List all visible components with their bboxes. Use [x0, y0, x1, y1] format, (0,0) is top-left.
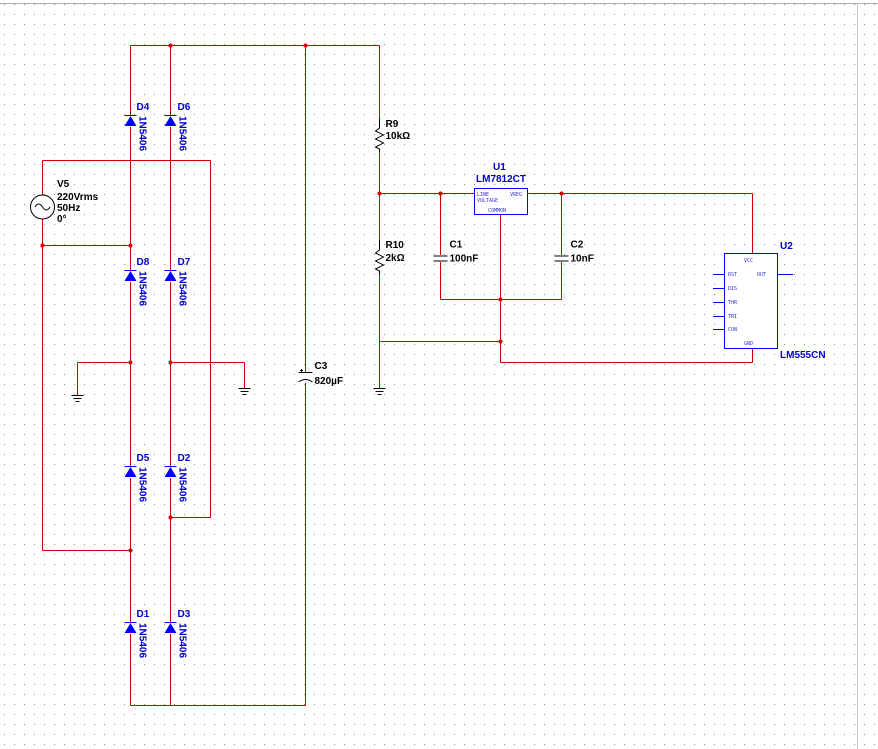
resistor-value-label: 2kΩ	[386, 253, 405, 264]
diode-ref-label: D3	[178, 609, 191, 620]
capacitor-ref-label: C1	[450, 240, 463, 251]
capacitor-c1[interactable]: C1 100nF	[432, 240, 479, 265]
wires	[42, 45, 793, 706]
timer-pin-thr: THR	[728, 300, 738, 306]
source-frequency-label: 50Hz	[57, 203, 80, 214]
source-ref-label: V5	[57, 179, 70, 190]
regulator-pin-line: LINE	[477, 192, 489, 198]
regulator-pin-common: COMMON	[488, 208, 506, 214]
timer-pin-out: OUT	[757, 272, 766, 278]
ground-symbol	[238, 388, 251, 395]
diode-d8[interactable]: D8 1N5406	[124, 257, 150, 306]
timer-pin-dis: DIS	[728, 286, 737, 292]
regulator-part-label: LM7812CT	[476, 174, 526, 185]
diode-d3[interactable]: D3 1N5406	[164, 609, 191, 658]
source-amplitude-label: 220Vrms	[57, 192, 99, 203]
timer-ref-label: U2	[780, 241, 793, 252]
capacitor-value-label: 820µF	[315, 376, 344, 387]
diode-value-label: 1N5406	[177, 623, 188, 658]
diode-d5[interactable]: D5 1N5406	[124, 453, 150, 502]
diode-value-label: 1N5406	[177, 467, 188, 502]
timer-pin-vcc: VCC	[744, 258, 753, 264]
source-phase-label: 0°	[57, 214, 67, 225]
diode-value-label: 1N5406	[137, 271, 148, 306]
ac-source-v5[interactable]: V5 220Vrms 50Hz 0°	[30, 179, 99, 225]
diode-d4[interactable]: D4 1N5406	[124, 102, 150, 151]
diode-ref-label: D5	[137, 453, 150, 464]
diode-value-label: 1N5406	[177, 116, 188, 151]
diode-value-label: 1N5406	[137, 623, 148, 658]
timer-pin-con: CON	[728, 327, 737, 333]
diode-value-label: 1N5406	[137, 467, 148, 502]
diode-value-label: 1N5406	[137, 116, 148, 151]
capacitor-value-label: 100nF	[450, 254, 479, 265]
timer-pin-gnd: GND	[744, 341, 753, 347]
diode-ref-label: D6	[178, 102, 191, 113]
timer-part-label: LM555CN	[780, 350, 826, 361]
capacitor-value-label: 10nF	[571, 254, 594, 265]
resistor-ref-label: R10	[386, 240, 405, 251]
timer-u2[interactable]: U2 LM555CN VCC RST OUT DIS THR TRI CON G…	[713, 241, 826, 361]
resistor-r9[interactable]: R9 10kΩ	[374, 118, 411, 152]
diode-d1[interactable]: D1 1N5406	[124, 609, 150, 658]
regulator-ref-label: U1	[493, 162, 506, 173]
diode-ref-label: D8	[137, 257, 150, 268]
capacitor-c2[interactable]: C2 10nF	[553, 240, 594, 265]
timer-pin-tri: TRI	[728, 314, 737, 320]
ground-symbol	[71, 395, 84, 402]
capacitor-ref-label: C2	[571, 240, 584, 251]
diode-ref-label: D4	[137, 102, 150, 113]
diode-ref-label: D1	[137, 609, 150, 620]
diode-d7[interactable]: D7 1N5406	[164, 257, 191, 306]
diode-ref-label: D2	[178, 453, 191, 464]
regulator-pin-voltage: VOLTAGE	[477, 198, 498, 204]
capacitor-c3[interactable]: C3 820µF	[297, 361, 344, 387]
timer-pin-rst: RST	[728, 272, 737, 278]
resistor-r10[interactable]: R10 2kΩ	[374, 240, 405, 275]
ground-symbol	[373, 388, 386, 395]
junctions	[40, 43, 564, 553]
regulator-u1[interactable]: U1 LM7812CT LINE VREG VOLTAGE COMMON	[474, 162, 528, 215]
diode-d6[interactable]: D6 1N5406	[164, 102, 191, 151]
diode-d2[interactable]: D2 1N5406	[164, 453, 191, 502]
diode-value-label: 1N5406	[177, 271, 188, 306]
resistor-ref-label: R9	[386, 119, 399, 130]
resistor-value-label: 10kΩ	[386, 131, 411, 142]
diode-ref-label: D7	[178, 257, 191, 268]
regulator-pin-vreg: VREG	[510, 192, 522, 198]
capacitor-ref-label: C3	[315, 361, 328, 372]
